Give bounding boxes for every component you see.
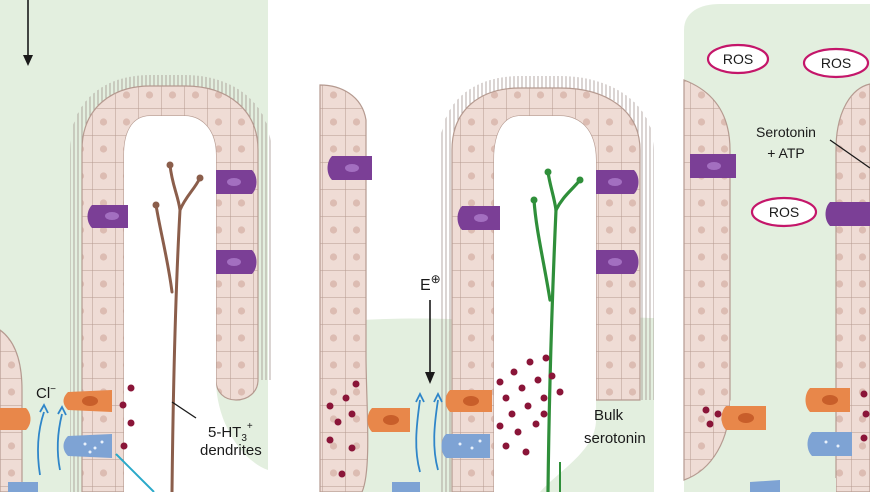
- serotonin-atp-label-line2: + ATP: [767, 145, 804, 161]
- panel-3-goblet-cell-2: [807, 432, 852, 456]
- panel-2-ee-cell-1: [367, 408, 410, 432]
- panel-1-goblet-cell-bottom: [8, 482, 38, 492]
- panel-1-goblet-cell: [63, 434, 112, 458]
- panel-1-ec-cell-3: [216, 250, 257, 274]
- panel-3-ee-cell-2: [805, 388, 850, 412]
- panel-2-secretion-arrows: [415, 391, 443, 473]
- panel-2-goblet-cell-bottom: [392, 482, 420, 492]
- panel-1-ee-cell: [63, 390, 112, 412]
- panel-1-ec-cell-1: [87, 205, 128, 228]
- panel-2-serotonin-dots: [326, 354, 564, 478]
- panel-2-goblet-cell: [441, 434, 490, 458]
- svg-text:ROS: ROS: [821, 55, 851, 71]
- panel-2-e-arrow: [425, 300, 435, 384]
- bulk-serotonin-label-line2: serotonin: [584, 430, 646, 447]
- panel-3-serotonin-dots: [702, 390, 870, 442]
- panel-2-villus-core: [494, 116, 596, 492]
- panel-2-ec-cell-3: [596, 170, 639, 194]
- e-label: E⊕: [420, 272, 441, 294]
- panel-3-gap: [730, 400, 836, 492]
- panel-2-ec-cell-4: [596, 250, 639, 274]
- serotonin-atp-label-line1: Serotonin: [756, 124, 816, 140]
- panel-1-input-arrow: [23, 0, 33, 66]
- panel-2-left-wall: [319, 84, 369, 492]
- panel-1: Cl− 5-HT3+ dendrites: [0, 0, 271, 492]
- panel-3-ee-cell-1: [721, 406, 766, 430]
- receptor-label-line2: dendrites: [200, 442, 262, 459]
- ros-badge-1: ROS: [706, 43, 770, 75]
- receptor-label-line1: 5-HT3+: [208, 421, 253, 444]
- svg-text:ROS: ROS: [723, 51, 753, 67]
- panel-2-ee-cell-2: [445, 390, 492, 412]
- panel-3-goblet-cell-1: [750, 480, 780, 492]
- panel-1-nerve-fiber: [115, 453, 155, 492]
- panel-3-villus: [835, 83, 870, 492]
- panel-2-ec-cell-1: [327, 156, 372, 180]
- panel-3-serotonin-leader: [829, 139, 870, 169]
- ros-badge-2: ROS: [802, 47, 870, 79]
- panel-3-ec-cell-2: [825, 202, 870, 226]
- panel-1-serotonin-dots: [119, 384, 135, 450]
- bulk-serotonin-label-line1: Bulk: [594, 407, 624, 424]
- panel-3: ROS ROS ROS Serotonin + ATP: [683, 4, 870, 492]
- panel-2: E⊕ Bulk serotonin: [319, 76, 654, 492]
- panel-3-ec-cell-1: [690, 154, 736, 178]
- svg-text:ROS: ROS: [769, 204, 799, 220]
- panel-2-ec-cell-2: [457, 206, 500, 230]
- panel-1-villus-core: [124, 116, 268, 492]
- panel-1-ee-cell-left: [0, 408, 31, 430]
- panel-1-receptor-leader: [171, 401, 197, 419]
- panel-1-secretion-arrows: [37, 403, 67, 476]
- ros-badge-3: ROS: [750, 196, 818, 228]
- panel-1-5ht3-dendrite: [154, 163, 202, 492]
- panel-1-ec-cell-2: [216, 170, 257, 194]
- chloride-label: Cl−: [36, 384, 56, 402]
